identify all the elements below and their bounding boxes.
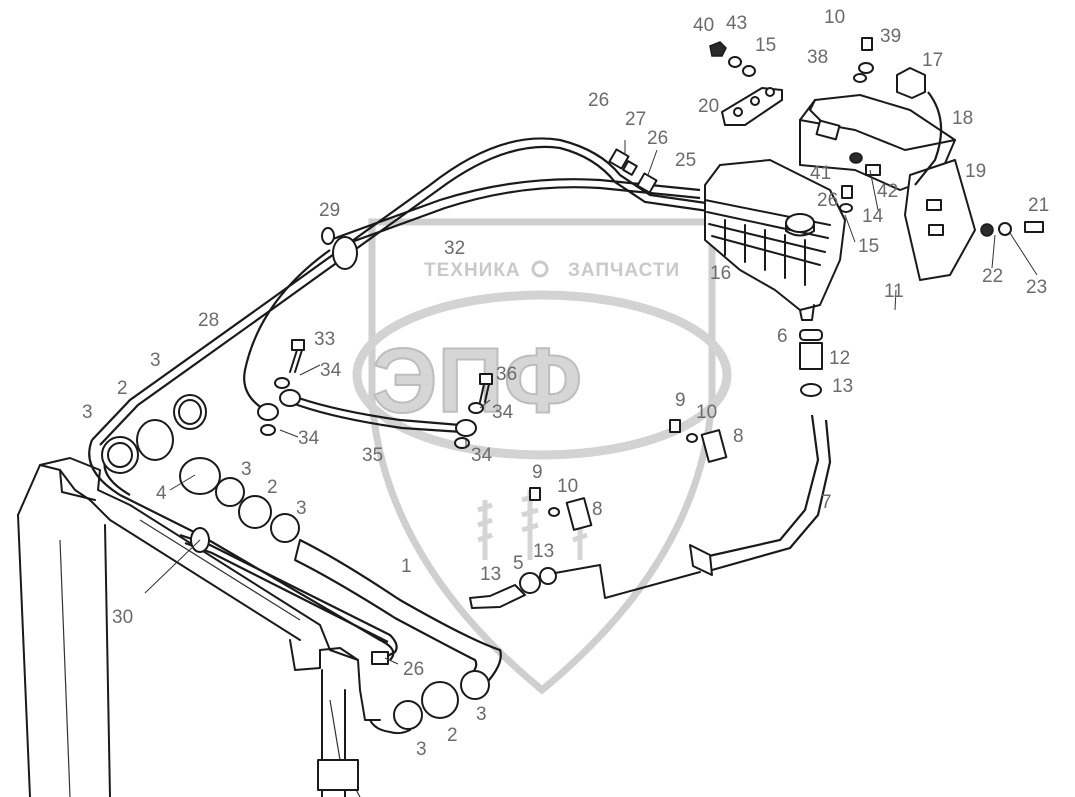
bracket-8a	[669, 419, 728, 463]
callout-36: 36	[496, 364, 517, 385]
callout-9-right: 9	[675, 390, 686, 411]
callout-23: 23	[1026, 277, 1047, 298]
leader-lines	[144, 140, 1038, 665]
callout-26-tank: 26	[817, 190, 838, 211]
callout-8-right: 8	[733, 426, 744, 447]
callout-3-bottom-right: 3	[476, 704, 487, 725]
callout-16: 16	[710, 263, 731, 284]
callout-7: 7	[821, 492, 832, 513]
callouts: 40 43 15 10 39 38 17 20 18 26 27 26 25 4…	[82, 7, 1049, 760]
radiator-frame	[17, 457, 381, 797]
callout-13-right: 13	[832, 376, 853, 397]
callout-28: 28	[198, 310, 219, 331]
pipe-30	[179, 533, 398, 661]
bracket-8b	[529, 487, 593, 531]
callout-26-top: 26	[588, 90, 609, 111]
expansion-tank-16	[704, 159, 846, 321]
callout-1: 1	[401, 556, 412, 577]
bracket-19	[904, 159, 976, 281]
callout-39: 39	[880, 26, 901, 47]
fitting-26-bottom	[371, 651, 389, 665]
callout-20: 20	[698, 96, 719, 117]
callout-34-c: 34	[298, 428, 320, 449]
fasteners-upper	[709, 37, 1044, 237]
plate-20	[721, 87, 783, 126]
watermark-text-left: ТЕХНИКА	[424, 260, 521, 281]
callout-3-right: 3	[296, 498, 307, 519]
watermark-text-right: ЗАПЧАСТИ	[568, 260, 680, 281]
bolt-33	[289, 339, 305, 373]
callout-14: 14	[862, 206, 884, 227]
callout-40: 40	[693, 15, 714, 36]
watermark: ТЕХНИКА ЗАПЧАСТИ ЭПФ	[352, 218, 732, 695]
callout-9-mid: 9	[532, 462, 543, 483]
fitting-26-27	[608, 148, 658, 194]
pipe-28-long	[88, 137, 721, 661]
callout-35: 35	[362, 445, 383, 466]
gear-icon	[531, 260, 549, 278]
callout-2-mid: 2	[267, 477, 278, 498]
callout-34-d: 34	[471, 445, 493, 466]
callout-13-mid: 13	[533, 541, 554, 562]
callout-15-top: 15	[755, 35, 776, 56]
callout-18: 18	[952, 108, 973, 129]
hose-1	[294, 539, 502, 691]
callout-12: 12	[829, 348, 850, 369]
tube-5	[469, 564, 601, 609]
pipe-32	[329, 178, 701, 250]
callout-27: 27	[625, 109, 646, 130]
bolt-36	[479, 373, 493, 403]
callout-10-mid: 10	[557, 476, 578, 497]
callout-13-left: 13	[480, 564, 501, 585]
callout-21: 21	[1028, 195, 1049, 216]
watermark-logo-text: ЭПФ	[372, 330, 582, 432]
callout-10-right: 10	[696, 402, 717, 423]
callout-8-mid: 8	[592, 499, 603, 520]
callout-10-top: 10	[824, 7, 845, 28]
hose-7	[599, 329, 832, 599]
callout-11: 11	[884, 281, 904, 302]
clamps-left	[101, 394, 300, 543]
callout-3-left: 3	[82, 402, 93, 423]
callout-34-a: 34	[320, 360, 342, 381]
callout-29: 29	[319, 200, 340, 221]
callout-15-right: 15	[858, 236, 879, 257]
callout-3-bottom-left: 3	[416, 739, 427, 760]
callout-2-bottom: 2	[447, 725, 458, 746]
callout-26-bottom: 26	[403, 659, 424, 680]
bracket-11	[799, 94, 956, 191]
callout-43: 43	[726, 13, 747, 34]
callout-41: 41	[810, 163, 831, 184]
watermark-shield	[368, 218, 716, 695]
callout-2-top: 2	[117, 378, 128, 399]
callout-5: 5	[513, 553, 524, 574]
callout-42: 42	[877, 181, 898, 202]
callout-38: 38	[807, 47, 828, 68]
clip-29	[321, 227, 358, 270]
callout-3-mid: 3	[241, 459, 252, 480]
watermark-ring	[352, 290, 732, 460]
clamps-bottom	[369, 670, 490, 735]
callout-32: 32	[444, 238, 465, 259]
callout-19: 19	[965, 161, 986, 182]
wire-18	[896, 67, 943, 186]
callout-25: 25	[675, 150, 696, 171]
callout-17: 17	[922, 50, 943, 71]
callout-33: 33	[314, 329, 335, 350]
callout-34-b: 34	[492, 402, 514, 423]
callout-4: 4	[156, 483, 167, 504]
callout-3-top: 3	[150, 350, 161, 371]
callout-26-mid: 26	[647, 128, 668, 149]
callout-30: 30	[112, 607, 133, 628]
callout-6: 6	[777, 326, 788, 347]
callout-22: 22	[982, 266, 1003, 287]
